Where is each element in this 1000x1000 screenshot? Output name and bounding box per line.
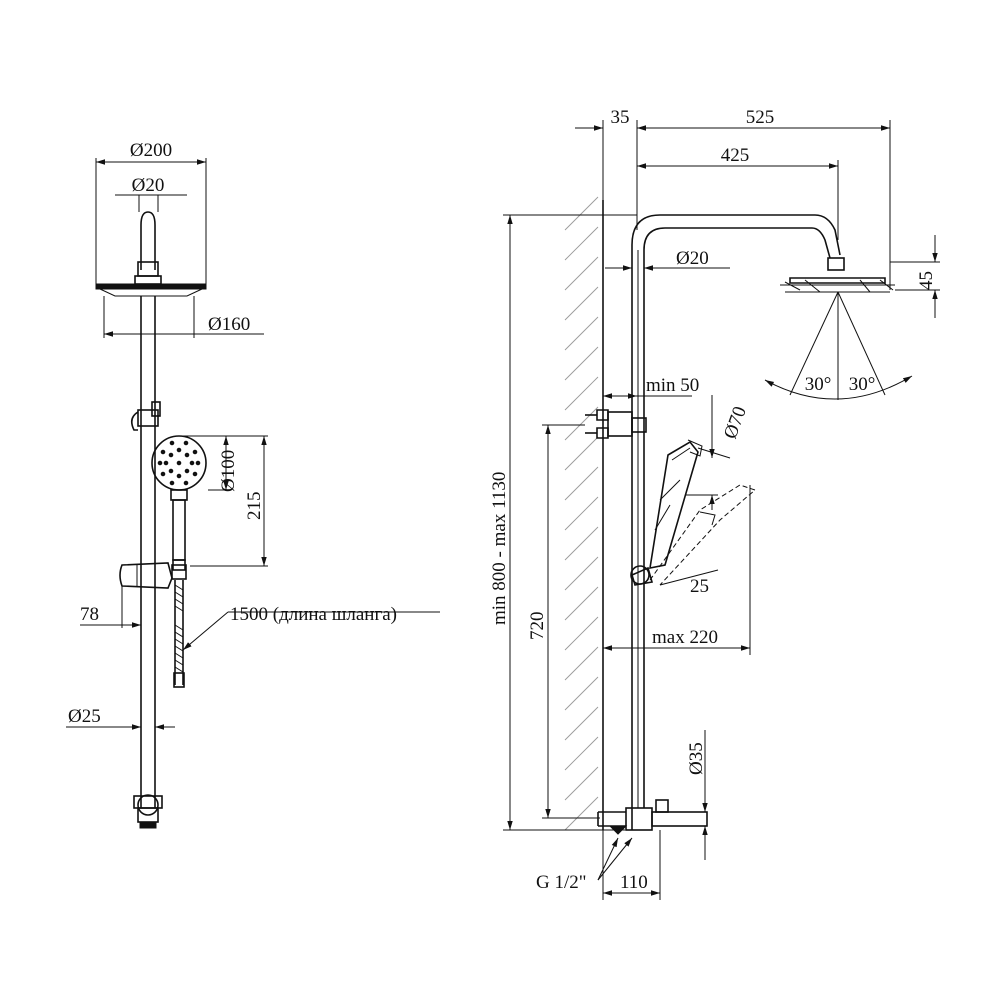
wall-bracket-screw-b xyxy=(596,427,609,439)
mixer-inlet-tip xyxy=(608,825,628,835)
hand-head-side xyxy=(687,439,703,457)
hand-shower-neck xyxy=(170,489,188,501)
label-mixer-depth: 110 xyxy=(620,872,648,893)
label-tilt-angle: 25 xyxy=(690,576,709,597)
shower-head-side xyxy=(789,277,886,284)
slider-cap xyxy=(171,564,187,580)
holder-cap xyxy=(151,401,161,417)
label-spray-angle-left: 30° xyxy=(805,374,832,395)
label-hose-length: 1500 (длина шланга) xyxy=(230,604,397,625)
label-hand-head-diameter: Ø70 xyxy=(720,404,751,442)
mixer-side xyxy=(625,807,653,831)
wall-bracket xyxy=(607,411,633,437)
shower-arm-inner xyxy=(643,227,831,808)
hand-shower-handle xyxy=(172,499,186,561)
label-spray-angle-right: 30° xyxy=(849,374,876,395)
hand-shower-side-detail xyxy=(654,447,691,531)
slider-side-body xyxy=(631,566,654,586)
mixer-knob-side xyxy=(655,799,669,813)
holder-knob xyxy=(130,411,139,431)
label-arm-reach-total: 525 xyxy=(746,107,775,128)
hand-shower-nozzles xyxy=(157,440,201,486)
label-holder-spacing: 215 xyxy=(244,492,265,521)
hand-shower-tilted xyxy=(649,484,756,586)
label-bracket-min: min 50 xyxy=(646,375,699,396)
label-head-height: 45 xyxy=(916,271,937,290)
label-hand-shower-diameter: Ø100 xyxy=(218,450,239,492)
hose-pattern xyxy=(174,584,184,673)
arm-connector xyxy=(134,275,162,285)
shower-head-front xyxy=(95,283,207,290)
label-hand-reach-max: max 220 xyxy=(652,627,718,648)
label-inlet-thread: G 1/2" xyxy=(536,872,587,893)
label-arm-diameter-front: Ø20 xyxy=(132,175,165,196)
leader-hose xyxy=(182,611,229,651)
label-arm-diameter-side: Ø20 xyxy=(676,248,709,269)
bracket-clamp xyxy=(631,417,647,433)
side-view: 35 525 425 min 800 - max 1130 Ø20 45 xyxy=(489,107,940,900)
leader-inlet-a xyxy=(597,837,619,881)
shower-head-face xyxy=(99,288,203,297)
label-holder-offset: 78 xyxy=(80,604,99,625)
tilt-detail xyxy=(699,511,716,526)
slider-holder xyxy=(119,562,173,589)
label-height-range: min 800 - max 1130 xyxy=(489,472,510,625)
angle-leader xyxy=(659,569,719,586)
extension-line xyxy=(697,447,731,459)
leader-inlet-b xyxy=(597,837,633,881)
head-connector-side xyxy=(827,257,845,271)
label-wall-offset: 35 xyxy=(611,107,630,128)
label-mixer-height: 720 xyxy=(527,612,548,641)
spray-arc xyxy=(764,375,913,400)
mixer-body-front xyxy=(137,794,159,816)
front-view: Ø200 Ø20 Ø160 xyxy=(66,140,440,829)
mixer-base xyxy=(139,821,157,829)
wall-hatch xyxy=(564,196,599,831)
hose-end xyxy=(173,672,185,688)
hand-shower-side xyxy=(649,440,699,570)
shower-arm-front xyxy=(140,211,156,270)
label-mixer-diameter: Ø35 xyxy=(686,742,707,775)
shower-arm-outer xyxy=(631,214,841,830)
label-rail-diameter: Ø25 xyxy=(68,706,101,727)
upper-holder xyxy=(137,409,159,427)
label-head-diameter: Ø200 xyxy=(130,140,172,161)
shower-head-side-detail xyxy=(784,279,894,293)
label-head-face-diameter: Ø160 xyxy=(208,314,250,335)
label-arm-reach: 425 xyxy=(721,145,750,166)
mixer-spout-side xyxy=(651,811,708,827)
